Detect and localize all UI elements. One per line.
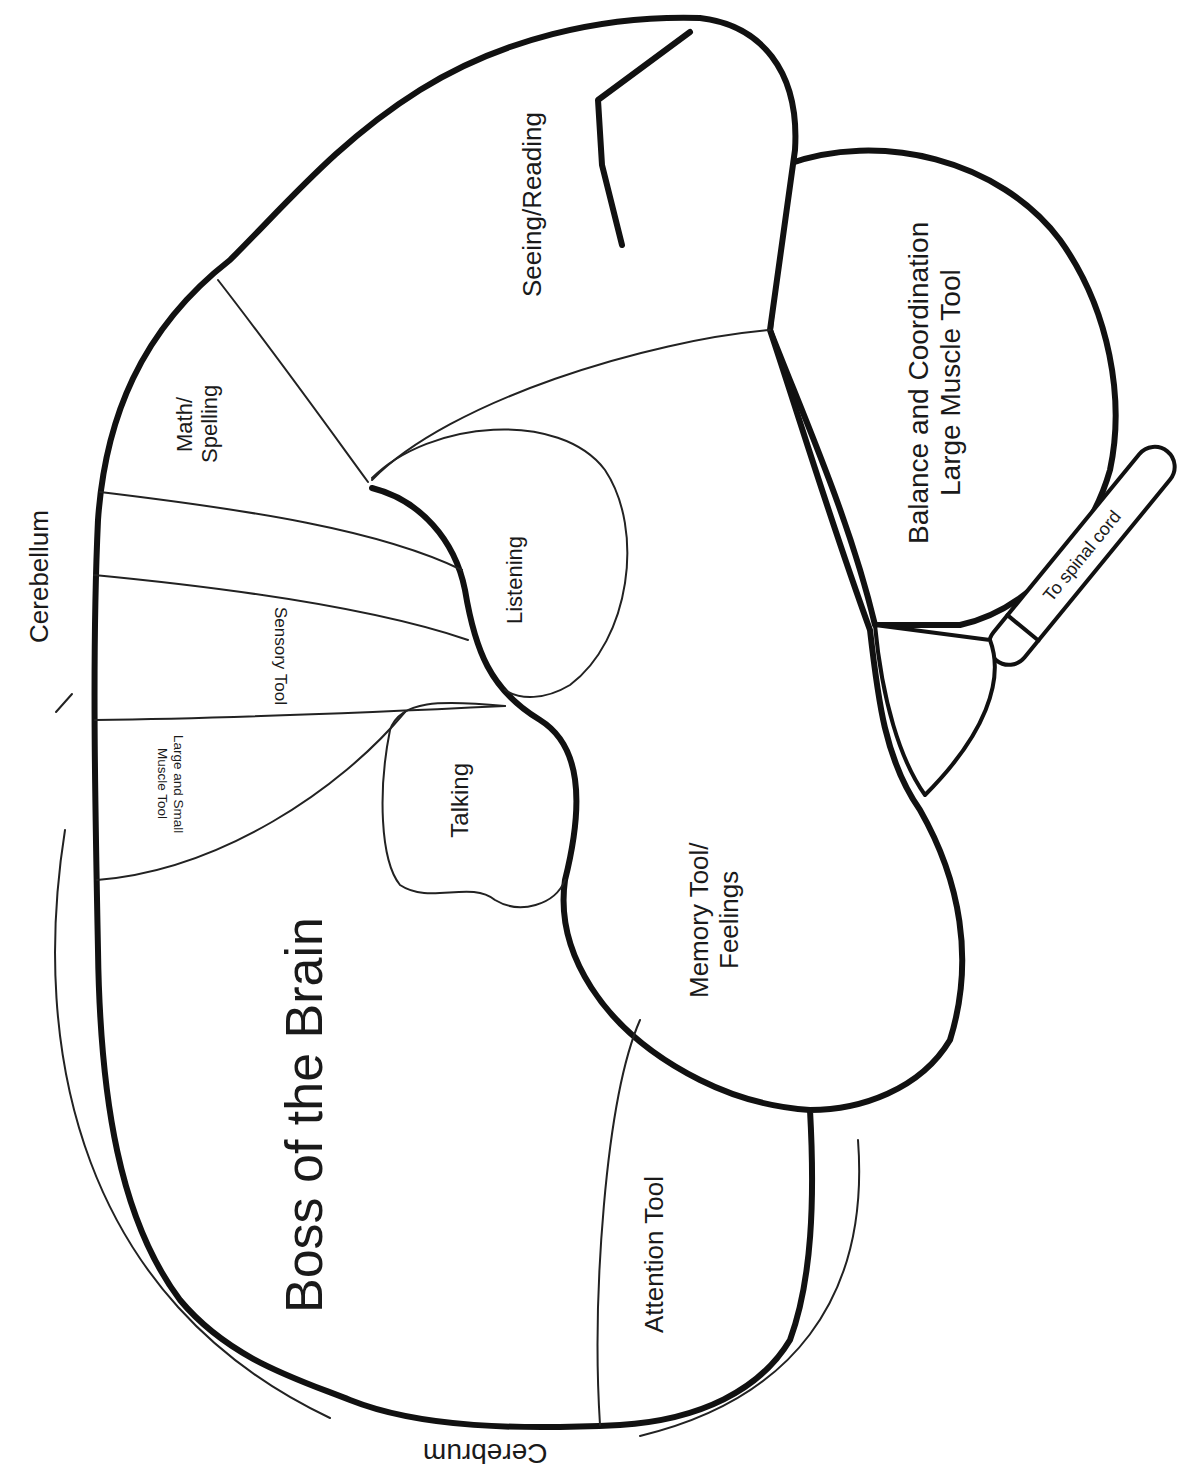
region-label: Balance and Coordination Large Muscle To… [903,198,967,568]
region-label: To spinal cord [1039,506,1125,605]
region-line [97,712,405,880]
spinal-cord [981,439,1183,673]
region-line [100,492,462,570]
region-label: Boss of the Brain [275,917,335,1313]
cerebrum-outline [95,18,963,1427]
region-label: Attention Tool [640,1176,670,1333]
region-label: Seeing/Reading [518,112,548,297]
region-line [372,330,770,480]
region: Boss of the Brain [250,870,360,1360]
region: Math/ Spelling [140,360,255,488]
region-label: Sensory Tool [270,607,290,705]
region: Large and Small Muscle Tool [140,726,200,842]
spinal-cord-label: To spinal cord [1015,479,1149,632]
region: Balance and Coordination Large Muscle To… [855,190,1015,575]
part-label-box: Cerebrum [360,1432,610,1474]
occipital-fold [598,32,690,245]
region: Sensory Tool [250,603,310,708]
region: Attention Tool [615,1110,695,1400]
part-label-box: Cerebellum [18,470,62,682]
region-label: Talking [446,763,474,838]
region-line [372,429,627,696]
leader-line [56,694,72,712]
region: Listening [485,510,545,650]
region-label: Listening [502,536,527,624]
region-label: Memory Tool/ Feelings [685,820,745,1020]
region-label: Large and Small Muscle Tool [154,729,185,839]
part-name: Cerebellum [25,510,55,643]
lateral-sulcus [372,488,810,1110]
region: Memory Tool/ Feelings [640,790,790,1050]
bracket-arc [640,1140,859,1436]
region-line [95,706,505,720]
region-line [598,1020,640,1425]
region-label: Math/ Spelling [172,369,223,479]
region: Talking [415,725,505,875]
part-name: Cerebrum [423,1437,547,1469]
region-line [218,280,368,482]
region: Seeing/Reading [480,70,585,340]
region-line [383,703,565,907]
